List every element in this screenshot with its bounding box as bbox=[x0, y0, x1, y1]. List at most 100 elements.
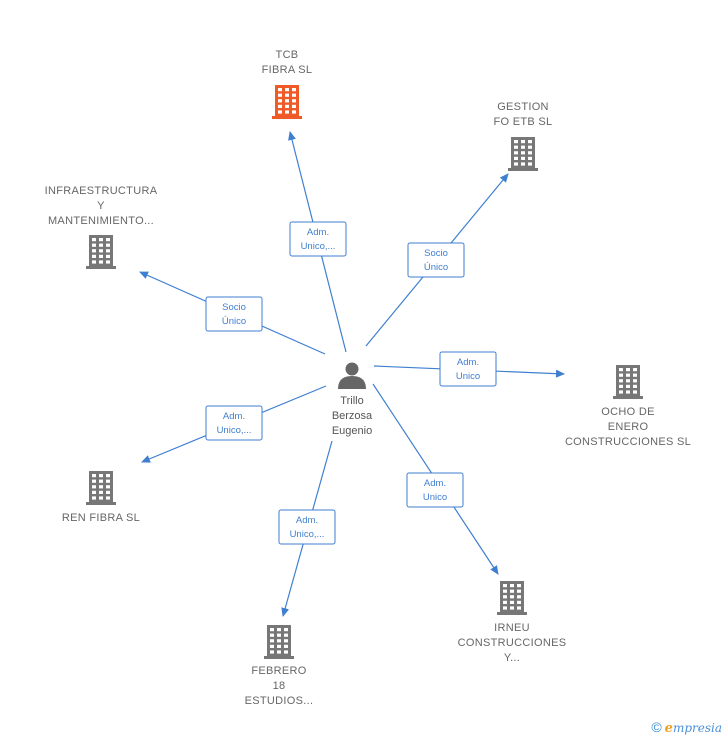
building-window bbox=[285, 104, 289, 108]
company-label: CONSTRUCCIONES SL bbox=[565, 436, 691, 448]
building-window bbox=[633, 373, 637, 377]
building-window bbox=[528, 162, 532, 166]
building-window bbox=[517, 600, 521, 604]
building-window bbox=[270, 628, 274, 632]
building-window bbox=[521, 151, 525, 155]
building-window bbox=[292, 88, 296, 92]
building-window bbox=[517, 589, 521, 593]
building-window bbox=[285, 88, 289, 92]
company-node-ren[interactable]: REN FIBRA SL bbox=[62, 471, 140, 524]
company-label: REN FIBRA SL bbox=[62, 512, 140, 524]
building-window bbox=[619, 379, 623, 383]
building-icon bbox=[613, 365, 643, 399]
building-base bbox=[508, 168, 538, 171]
building-window bbox=[521, 145, 525, 149]
person-icon bbox=[338, 362, 366, 389]
building-window bbox=[106, 479, 110, 483]
edge-label-text: Único bbox=[222, 316, 246, 327]
building-window bbox=[292, 104, 296, 108]
building-window bbox=[503, 595, 507, 599]
edge-label-text: Adm. bbox=[307, 227, 329, 238]
building-window bbox=[277, 650, 281, 654]
building-window bbox=[528, 151, 532, 155]
building-window bbox=[99, 254, 103, 258]
building-window bbox=[92, 490, 96, 494]
copyright-icon: © bbox=[651, 719, 662, 735]
building-window bbox=[284, 644, 288, 648]
building-window bbox=[277, 644, 281, 648]
building-window bbox=[503, 584, 507, 588]
building-window bbox=[626, 373, 630, 377]
edge-label-box bbox=[439, 351, 497, 387]
edge-label-irneu[interactable]: Adm.Unico bbox=[406, 472, 464, 508]
building-window bbox=[99, 485, 103, 489]
building-window bbox=[284, 650, 288, 654]
building-window bbox=[285, 93, 289, 97]
company-label: IRNEU bbox=[494, 622, 530, 634]
building-icon bbox=[86, 235, 116, 269]
building-window bbox=[503, 606, 507, 610]
building-window bbox=[510, 595, 514, 599]
company-label: INFRAESTRUCTURA bbox=[45, 185, 158, 197]
company-label: CONSTRUCCIONES bbox=[458, 637, 567, 649]
building-window bbox=[633, 379, 637, 383]
building-window bbox=[92, 496, 96, 500]
building-window bbox=[99, 238, 103, 242]
building-window bbox=[528, 156, 532, 160]
company-node-irneu[interactable]: IRNEU CONSTRUCCIONES Y... bbox=[458, 581, 567, 664]
building-icon bbox=[86, 471, 116, 505]
edge-label-ren[interactable]: Adm.Unico,... bbox=[205, 405, 263, 441]
company-label: FO ETB SL bbox=[494, 116, 553, 128]
company-label: Y... bbox=[504, 652, 520, 664]
company-label: FIBRA SL bbox=[262, 64, 313, 76]
brand-initial: e bbox=[664, 721, 673, 736]
building-window bbox=[514, 156, 518, 160]
building-window bbox=[270, 644, 274, 648]
edge-label-text: Unico,... bbox=[301, 241, 336, 252]
building-window bbox=[92, 485, 96, 489]
edges-layer: Adm.Unico,...SocioÚnicoSocioÚnicoAdm.Uni… bbox=[139, 131, 565, 617]
company-node-febrero[interactable]: FEBRERO18ESTUDIOS... bbox=[245, 625, 314, 707]
building-window bbox=[106, 243, 110, 247]
edge-label-text: Único bbox=[424, 262, 448, 273]
building-window bbox=[277, 633, 281, 637]
edge-label-text: Unico bbox=[456, 371, 480, 382]
edge-label-tcb[interactable]: Adm. Unico,... bbox=[289, 221, 347, 257]
building-window bbox=[106, 249, 110, 253]
building-window bbox=[99, 496, 103, 500]
person-name-label: Berzosa bbox=[332, 410, 373, 422]
building-window bbox=[285, 99, 289, 103]
building-window bbox=[92, 479, 96, 483]
building-window bbox=[292, 99, 296, 103]
edge-label-text: Adm. bbox=[457, 357, 479, 368]
edge-label-text: Socio bbox=[424, 248, 448, 259]
edge-label-febrero[interactable]: Adm.Unico,... bbox=[278, 509, 336, 545]
building-window bbox=[278, 99, 282, 103]
building-window bbox=[284, 639, 288, 643]
edge-label-text: Socio bbox=[222, 302, 246, 313]
building-window bbox=[278, 110, 282, 114]
building-window bbox=[510, 600, 514, 604]
edge-label-text: Unico,... bbox=[217, 425, 252, 436]
edge-label-ocho[interactable]: Adm. Unico bbox=[439, 351, 497, 387]
building-base bbox=[497, 612, 527, 615]
building-window bbox=[270, 633, 274, 637]
building-window bbox=[99, 249, 103, 253]
building-icon bbox=[272, 85, 302, 119]
building-window bbox=[517, 584, 521, 588]
building-window bbox=[277, 639, 281, 643]
company-node-infra[interactable]: INFRAESTRUCTURAYMANTENIMIENTO... bbox=[45, 185, 158, 269]
building-window bbox=[99, 260, 103, 264]
footer-brand[interactable]: ©empresia bbox=[651, 719, 722, 736]
building-window bbox=[626, 384, 630, 388]
building-base bbox=[272, 116, 302, 119]
building-window bbox=[106, 496, 110, 500]
building-window bbox=[99, 474, 103, 478]
edge-label-box bbox=[205, 405, 263, 441]
